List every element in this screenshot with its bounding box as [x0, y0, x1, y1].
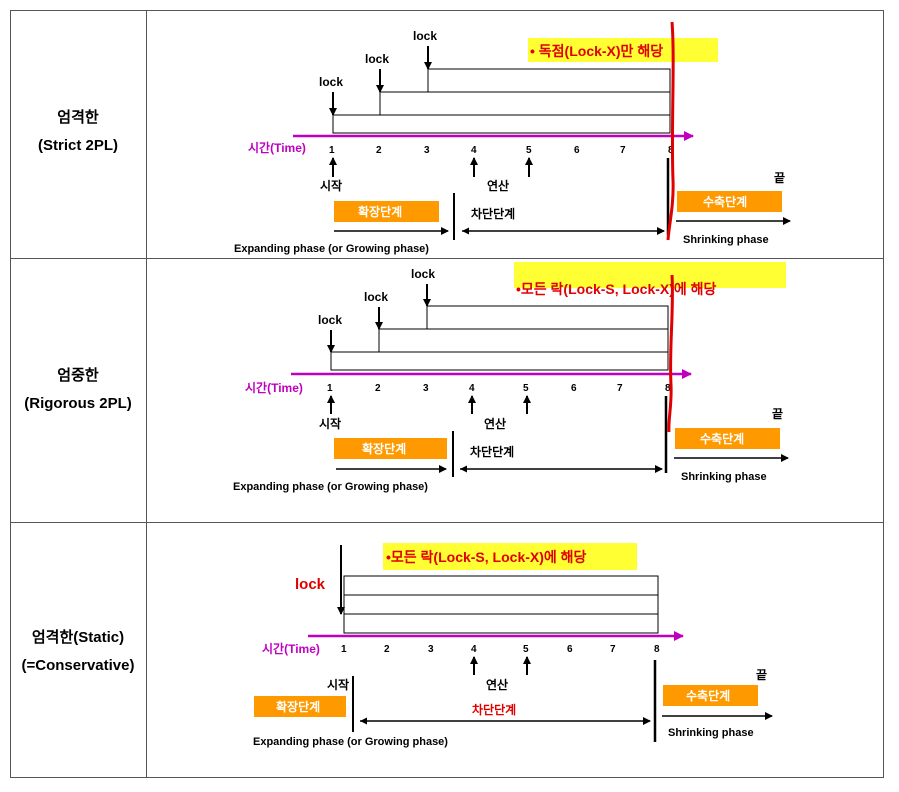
row3-tick: 5: [523, 644, 529, 655]
row2-op: 연산: [484, 416, 506, 431]
row-divider: [10, 258, 884, 259]
row3-expanding: Expanding phase (or Growing phase): [253, 736, 448, 748]
row3-block: 차단단계: [472, 702, 516, 717]
row2-tick: 4: [469, 383, 475, 394]
row3-label: 엄격한(Static) (=Conservative): [10, 624, 146, 680]
row2-time-label: 시간(Time): [245, 380, 303, 395]
row1-end: 끝: [774, 171, 785, 185]
row2-shrink-box-label: 수축단계: [700, 431, 744, 446]
row3-tick: 1: [341, 644, 347, 655]
row3-start: 시작: [327, 677, 349, 692]
row2-label-en: (Rigorous 2PL): [24, 395, 132, 412]
row3-op: 연산: [486, 677, 508, 692]
row1-expand-box: [334, 201, 439, 222]
row1-op: 연산: [487, 178, 509, 193]
row2-start: 시작: [319, 416, 341, 431]
table-frame: [10, 10, 884, 778]
row1-expand-box-label: 확장단계: [358, 204, 402, 219]
row2-end: 끝: [772, 407, 783, 421]
row2-expand-box: [334, 438, 447, 459]
row1-lock2: lock: [365, 52, 389, 66]
row3-tick: 4: [471, 644, 477, 655]
row1-shrink-box: [677, 191, 782, 212]
row1-lock2-bar: [379, 91, 671, 116]
row1-lock3-bar: [427, 68, 671, 93]
row2-tick: 8: [665, 383, 671, 394]
row2-tick: 1: [327, 383, 333, 394]
row1-expanding: Expanding phase (or Growing phase): [234, 243, 429, 255]
row3-expand-box: [254, 696, 346, 717]
row1-red-line: [666, 21, 675, 241]
row3-lock-bar3: [343, 613, 659, 634]
row1-shrinking: Shrinking phase: [683, 234, 769, 246]
row2-expanding: Expanding phase (or Growing phase): [233, 481, 428, 493]
row3-note: •모든 락(Lock-S, Lock-X)에 해당: [386, 549, 587, 565]
row3-diagram: •모든 락(Lock-S, Lock-X)에 해당 lock 시간(Time) …: [253, 543, 773, 748]
row1-tick: 3: [424, 145, 430, 156]
row3-label-en: (=Conservative): [21, 657, 135, 674]
row3-highlight: [383, 543, 637, 570]
row3-tick: 2: [384, 644, 390, 655]
row2-label: 엄중한 (Rigorous 2PL): [10, 362, 146, 418]
row1-tick: 6: [574, 145, 580, 156]
row1-lock3: lock: [413, 29, 437, 43]
row3-shrink-box-label: 수축단계: [686, 688, 730, 703]
row3-end: 끝: [756, 668, 767, 682]
row2-label-ko: 엄중한: [57, 367, 99, 384]
row3-tick: 7: [610, 644, 616, 655]
row1-block: 차단단계: [471, 206, 515, 221]
row2-highlight: [514, 262, 786, 288]
row2-diagram: •모든 락(Lock-S, Lock-X)에 해당 lock lock lock…: [233, 262, 789, 493]
row1-lock1-bar: [332, 114, 671, 134]
row3-lock: lock: [295, 576, 326, 593]
row2-note: •모든 락(Lock-S, Lock-X)에 해당: [516, 281, 717, 297]
row2-tick: 2: [375, 383, 381, 394]
row2-lock2-bar: [378, 328, 669, 353]
row3-time-label: 시간(Time): [262, 641, 320, 656]
row2-tick: 7: [617, 383, 623, 394]
row2-tick: 5: [523, 383, 529, 394]
row-divider: [10, 522, 884, 523]
row3-tick: 6: [567, 644, 573, 655]
row1-tick: 7: [620, 145, 626, 156]
row1-tick: 4: [471, 145, 477, 156]
row2-tick: 3: [423, 383, 429, 394]
row2-lock2: lock: [364, 290, 388, 304]
row3-shrinking: Shrinking phase: [668, 727, 754, 739]
row3-lock-bar2: [343, 594, 659, 615]
row1-start: 시작: [320, 178, 342, 193]
row2-shrinking: Shrinking phase: [681, 471, 767, 483]
row1-tick: 5: [526, 145, 532, 156]
row2-red-line: [667, 274, 674, 433]
row1-label-ko: 엄격한: [57, 109, 99, 126]
row2-expand-box-label: 확장단계: [362, 441, 406, 456]
row1-tick: 1: [329, 145, 335, 156]
row3-lock-bar1: [343, 575, 659, 596]
row3-shrink-box: [663, 685, 758, 706]
row2-shrink-box: [675, 428, 780, 449]
row1-diagram: • 독점(Lock-X)만 해당 lock lock lock 시간(Time)…: [234, 21, 791, 255]
row2-lock3: lock: [411, 267, 435, 281]
row2-block: 차단단계: [470, 444, 514, 459]
row1-note: • 독점(Lock-X)만 해당: [530, 43, 663, 59]
row3-label-ko: 엄격한(Static): [31, 629, 125, 646]
row3-tick: 3: [428, 644, 434, 655]
row1-label: 엄격한 (Strict 2PL): [10, 104, 146, 160]
row2-lock1: lock: [318, 313, 342, 327]
row1-time-label: 시간(Time): [248, 140, 306, 155]
row1-label-en: (Strict 2PL): [37, 137, 118, 154]
column-divider: [146, 10, 147, 778]
row1-shrink-box-label: 수축단계: [703, 194, 747, 209]
row2-lock1-bar: [330, 351, 669, 371]
row3-tick: 8: [654, 644, 660, 655]
row1-tick: 2: [376, 145, 382, 156]
row3-expand-box-label: 확장단계: [276, 699, 320, 714]
row2-lock3-bar: [426, 305, 669, 330]
row1-lock1: lock: [319, 75, 343, 89]
row1-highlight: [528, 38, 718, 62]
row2-tick: 6: [571, 383, 577, 394]
